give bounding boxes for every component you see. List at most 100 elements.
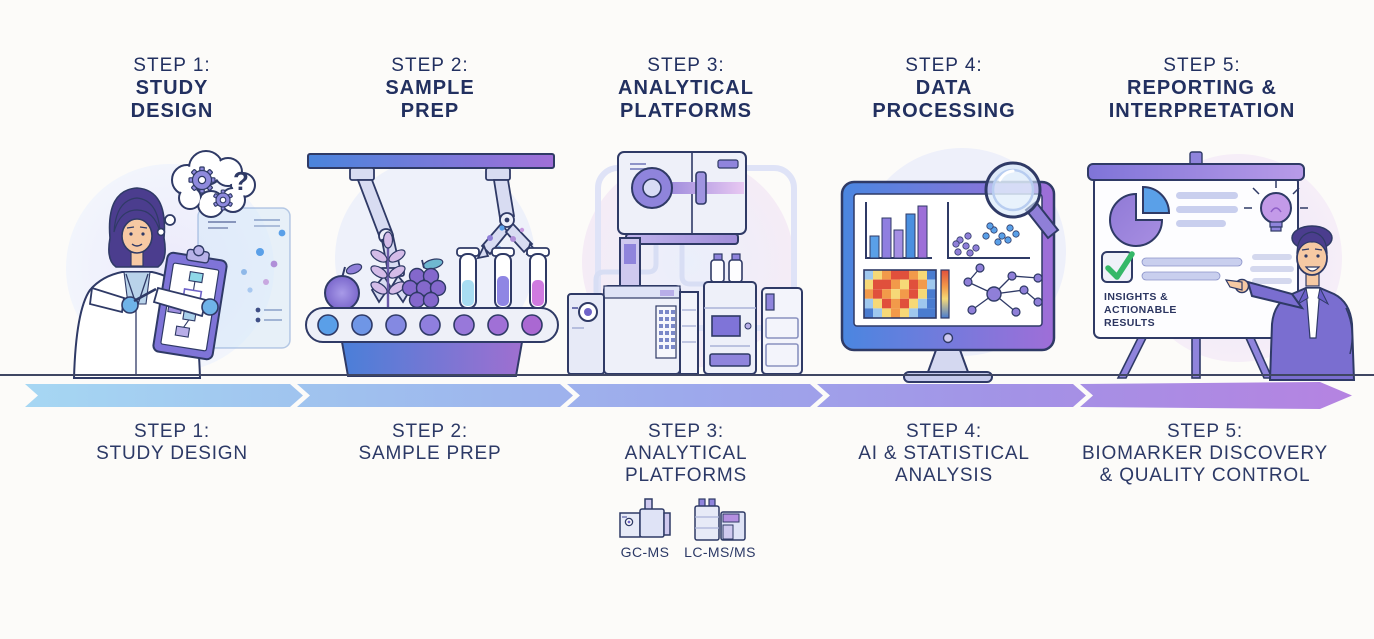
step3-bottom-title2: PLATFORMS — [625, 465, 747, 486]
lc-msms-mini-icon — [694, 498, 746, 541]
step4-bottom-title1: AI & STATISTICAL — [858, 443, 1030, 464]
step1-header-title1: STUDY — [135, 77, 209, 99]
text-lines — [1141, 257, 1243, 281]
wheat-icon — [370, 231, 406, 310]
scientist-figure — [72, 187, 228, 379]
step5-bottom-title2: & QUALITY CONTROL — [1099, 465, 1311, 486]
pie-chart-icon — [1109, 185, 1171, 247]
step3-bottom-title1: ANALYTICAL — [624, 443, 748, 464]
shirt — [1305, 287, 1321, 339]
step2-header-title2: PREP — [400, 100, 460, 122]
step1-header: STEP 1: STUDY DESIGN — [32, 54, 312, 123]
step3-bottom-label: STEP 3: ANALYTICAL PLATFORMS — [536, 421, 836, 487]
gear-icon-small — [213, 189, 233, 211]
gc-ms-instrument-icon — [567, 237, 699, 375]
step3-header-prefix: STEP 3: — [647, 55, 725, 76]
bar-chart-icon — [865, 202, 932, 259]
step4-bottom-prefix: STEP 4: — [905, 421, 982, 442]
lc-msms-label: LC-MS/MS — [684, 544, 756, 560]
step2-header-title1: SAMPLE — [385, 77, 475, 99]
gear-icon — [188, 166, 216, 194]
gc-ms-mini: GC-MS — [614, 498, 676, 560]
step2-header-prefix: STEP 2: — [391, 55, 469, 76]
board-caption-line1: INSIGHTS & — [1104, 291, 1168, 303]
step4-bottom-label: STEP 4: AI & STATISTICAL ANALYSIS — [794, 421, 1094, 487]
step5-bottom-prefix: STEP 5: — [1166, 421, 1243, 442]
process-arrow-segment — [817, 384, 1086, 407]
step5-header-prefix: STEP 5: — [1163, 55, 1241, 76]
step3-bottom-prefix: STEP 3: — [647, 421, 724, 442]
text-lines — [1176, 192, 1238, 227]
illustration-step3-analytical-platforms — [567, 151, 803, 375]
illustration-step4-data-processing — [840, 148, 1066, 383]
process-arrow-segment — [297, 384, 573, 407]
step5-header-title1: REPORTING & — [1127, 77, 1277, 99]
conveyor-rollers — [317, 314, 543, 336]
step2-bottom-prefix: STEP 2: — [391, 421, 468, 442]
bubbles — [487, 225, 525, 251]
step5-header-title2: INTERPRETATION — [1108, 100, 1296, 122]
mass-spectrometer-icon — [617, 151, 747, 245]
step3-header: STEP 3: ANALYTICAL PLATFORMS — [546, 54, 826, 123]
illustration-step1-study-design: ? — [66, 150, 291, 379]
text-lines — [1250, 254, 1294, 284]
board-caption-line2: ACTIONABLE — [1104, 304, 1177, 316]
heatmap-icon — [863, 269, 950, 319]
step4-header-title1: DATA — [915, 77, 973, 99]
step1-header-title2: DESIGN — [130, 100, 214, 122]
thought-bubble-icon: ? — [156, 150, 256, 237]
step1-bottom-title: STUDY DESIGN — [96, 443, 248, 464]
gc-ms-mini-icon — [619, 498, 671, 538]
pointing-finger — [1224, 279, 1243, 291]
illustration-step5-reporting: INSIGHTS & ACTIONABLE RESULTS — [1087, 151, 1356, 381]
step2-bottom-title: SAMPLE PREP — [358, 443, 502, 464]
pen-icon — [133, 287, 157, 303]
gc-ms-label: GC-MS — [620, 544, 670, 560]
lc-instrument-icon — [703, 253, 803, 375]
board-caption: INSIGHTS & ACTIONABLE RESULTS — [1104, 291, 1177, 329]
process-arrow-segment — [567, 384, 823, 407]
lc-msms-mini: LC-MS/MS — [684, 498, 756, 560]
floor-line — [0, 374, 1374, 376]
step5-bottom-label: STEP 5: BIOMARKER DISCOVERY & QUALITY CO… — [1055, 421, 1355, 487]
test-tube-icon — [491, 247, 515, 309]
step5-bottom-title1: BIOMARKER DISCOVERY — [1081, 443, 1329, 464]
conveyor-base — [340, 341, 524, 377]
step4-header-prefix: STEP 4: — [905, 55, 983, 76]
step2-bottom-label: STEP 2: SAMPLE PREP — [280, 421, 580, 465]
step1-header-prefix: STEP 1: — [133, 55, 211, 76]
pipe — [679, 243, 715, 287]
face — [121, 218, 153, 254]
step3-header-title1: ANALYTICAL — [618, 77, 754, 99]
step4-header-title2: PROCESSING — [872, 100, 1016, 122]
step1-bottom-label: STEP 1: STUDY DESIGN — [22, 421, 322, 465]
glove — [201, 298, 219, 316]
checkmark-icon — [1101, 251, 1135, 283]
monitor-stand — [926, 349, 970, 373]
test-tube-icon — [456, 247, 480, 309]
step2-header: STEP 2: SAMPLE PREP — [290, 54, 570, 123]
step4-header: STEP 4: DATA PROCESSING — [804, 54, 1084, 123]
presentation-board: INSIGHTS & ACTIONABLE RESULTS — [1087, 151, 1308, 339]
board-caption-line3: RESULTS — [1104, 317, 1155, 329]
test-tube-icon — [526, 247, 550, 309]
scatter-plot-icon — [947, 202, 1030, 259]
grapes-icon — [401, 258, 447, 309]
monitor-button — [942, 332, 954, 344]
presenter-figure — [1224, 225, 1356, 381]
lightbulb-icon — [1244, 181, 1308, 232]
magnifying-glass-icon — [984, 161, 1060, 240]
question-mark-icon: ? — [233, 166, 249, 196]
gantry-bar — [307, 153, 555, 169]
process-arrow — [25, 382, 1352, 409]
step1-bottom-prefix: STEP 1: — [133, 421, 210, 442]
monitor-icon — [840, 180, 1056, 383]
process-arrow-segment — [25, 384, 303, 407]
step4-bottom-title2: ANALYSIS — [895, 465, 993, 486]
pointing-arm — [1246, 280, 1305, 310]
process-arrow-head — [1080, 382, 1352, 409]
step3-header-title2: PLATFORMS — [620, 100, 752, 122]
illustration-step2-sample-prep — [305, 153, 559, 377]
step5-header: STEP 5: REPORTING & INTERPRETATION — [1062, 54, 1342, 123]
